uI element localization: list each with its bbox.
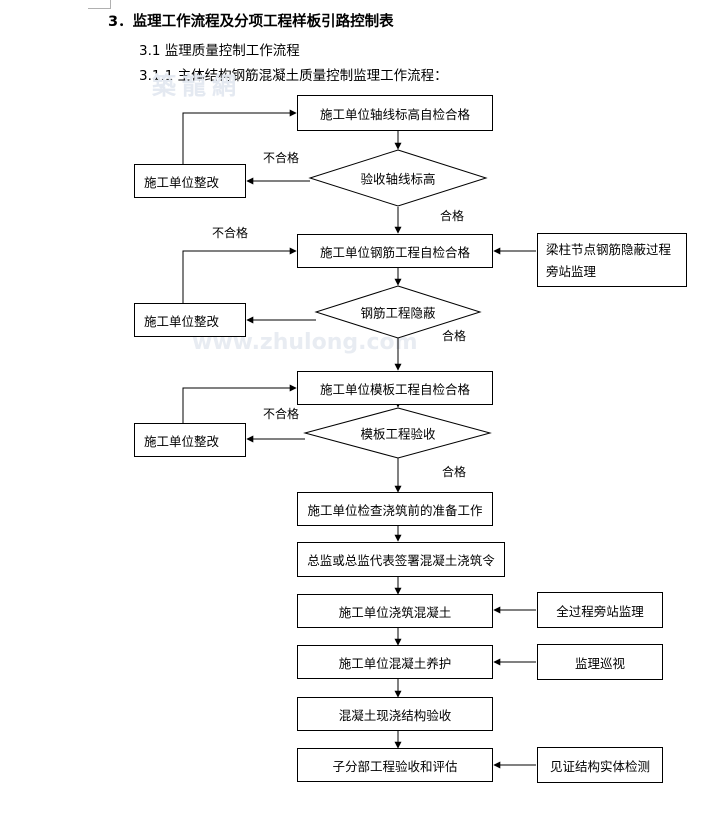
label-fail-1: 不合格 <box>263 151 300 165</box>
step-sub-accept: 子分部工程验收和评估 <box>297 748 493 782</box>
subsection-heading: 3.1 监理质量控制工作流程 <box>139 43 300 59</box>
step-check-prep: 施工单位检查浇筑前的准备工作 <box>297 492 493 526</box>
step-cast-accept: 混凝土现浇结构验收 <box>297 697 493 731</box>
step-axis-selfcheck: 施工单位轴线标高自检合格 <box>297 95 493 131</box>
label-pass-3: 合格 <box>442 465 467 479</box>
side-patrol: 监理巡视 <box>537 644 663 680</box>
side-full-supervision: 全过程旁站监理 <box>537 592 663 628</box>
decision-rebar-text: 钢筋工程隐蔽 <box>360 305 436 321</box>
decision-diamond-rebar <box>314 285 482 339</box>
decision-axis-text: 验收轴线标高 <box>360 171 436 187</box>
rectify-box-3: 施工单位整改 <box>134 423 246 457</box>
section-heading: 3．监理工作流程及分项工程样板引路控制表 <box>108 14 394 30</box>
step-pour: 施工单位浇筑混凝土 <box>297 594 493 628</box>
label-pass-2: 合格 <box>442 329 467 343</box>
connector-loop-3 <box>182 384 297 423</box>
side-beam-joint: 梁柱节点钢筋隐蔽过程旁站监理 <box>537 233 687 287</box>
step-rebar-selfcheck: 施工单位钢筋工程自检合格 <box>297 234 493 268</box>
page-corner-mark <box>88 0 111 9</box>
step-form-selfcheck: 施工单位模板工程自检合格 <box>297 371 493 405</box>
connector-loop-1 <box>182 109 297 164</box>
step-curing: 施工单位混凝土养护 <box>297 645 493 679</box>
label-fail-3: 不合格 <box>263 407 300 421</box>
step-sign-order: 总监或总监代表签署混凝土浇筑令 <box>297 542 505 577</box>
rectify-box-1: 施工单位整改 <box>134 164 246 198</box>
decision-diamond-form <box>303 407 492 459</box>
rectify-box-2: 施工单位整改 <box>134 303 246 337</box>
subsubsection-heading: 3.1.1 主体结构钢筋混凝土质量控制监理工作流程： <box>139 68 448 84</box>
decision-diamond-axis <box>308 149 488 207</box>
decision-form-text: 模板工程验收 <box>360 426 436 442</box>
label-pass-1: 合格 <box>440 209 465 223</box>
connector-loop-2 <box>182 247 297 303</box>
side-witness: 见证结构实体检测 <box>537 747 663 783</box>
label-fail-2: 不合格 <box>212 226 249 240</box>
